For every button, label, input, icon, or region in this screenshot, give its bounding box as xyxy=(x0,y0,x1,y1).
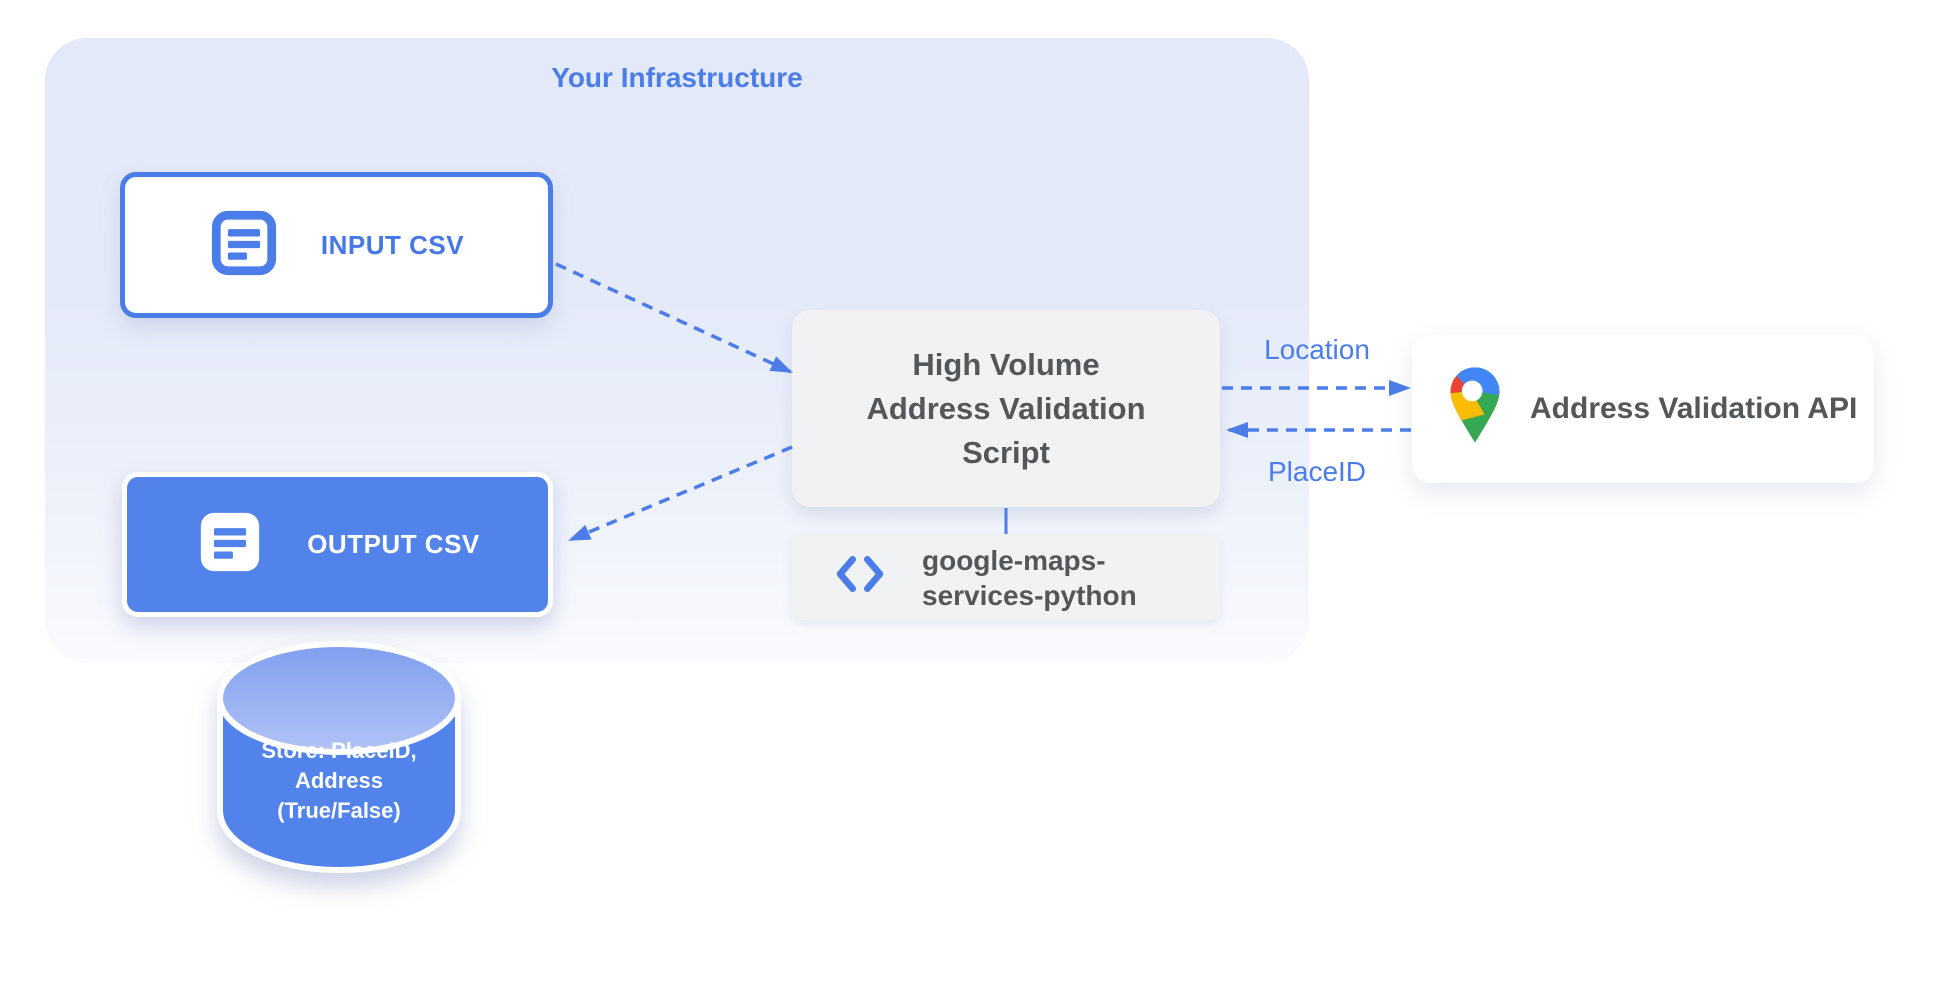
api-node: Address Validation API xyxy=(1412,335,1874,483)
input-csv-node: INPUT CSV xyxy=(120,172,553,318)
api-label: Address Validation API xyxy=(1530,392,1858,425)
library-label: google-maps- services-python xyxy=(922,544,1137,611)
output-csv-node: OUTPUT CSV xyxy=(122,472,553,617)
input-csv-label: INPUT CSV xyxy=(320,229,465,260)
edge-label-location: Location xyxy=(1264,334,1370,365)
document-icon xyxy=(209,208,279,283)
script-node: High Volume Address Validation Script xyxy=(792,310,1220,507)
document-icon xyxy=(195,507,265,582)
datastore-label: Store: PlaceID, Address (True/False) xyxy=(261,738,417,823)
maps-pin-icon xyxy=(1446,365,1504,453)
edge-label-placeid: PlaceID xyxy=(1267,456,1367,487)
infrastructure-title: Your Infrastructure xyxy=(551,62,803,93)
library-node: google-maps- services-python xyxy=(792,535,1220,620)
database-cylinder xyxy=(214,634,464,884)
code-icon xyxy=(834,551,886,605)
script-label: High Volume Address Validation Script xyxy=(866,346,1146,470)
output-csv-label: OUTPUT CSV xyxy=(307,529,480,559)
